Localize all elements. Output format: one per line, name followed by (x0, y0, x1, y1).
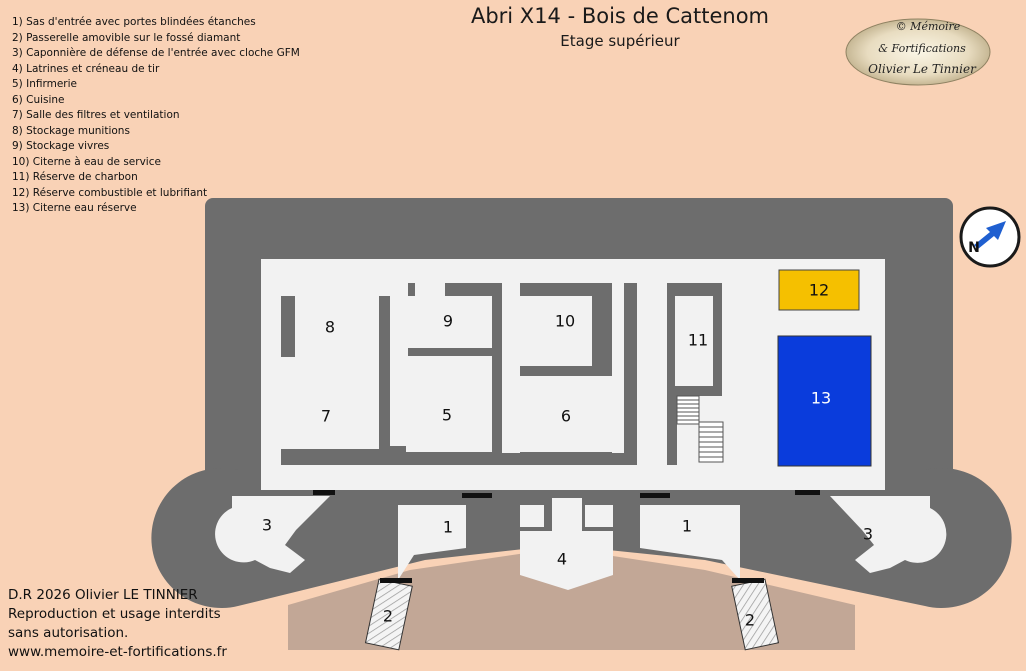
room-2-left-label: 2 (383, 607, 393, 626)
legend-item: 11) Réserve de charbon (12, 171, 138, 183)
room-10-label: 10 (555, 312, 575, 331)
copyright-seal: © Mémoire & Fortifications Olivier Le Ti… (845, 18, 991, 86)
room-6-label: 6 (561, 407, 571, 426)
room-11-label: 11 (688, 331, 708, 350)
page-title: Abri X14 - Bois de Cattenom (470, 4, 770, 28)
room-1-right-label: 1 (682, 517, 692, 536)
room-3-left-label: 3 (262, 516, 272, 535)
seal-line-2: & Fortifications (878, 42, 966, 55)
legend-item: 10) Citerne à eau de service (12, 155, 161, 168)
credits-block: D.R 2026 Olivier LE TINNIER Reproduction… (8, 586, 227, 662)
room-13-fill (777, 335, 872, 467)
room-1-left-label: 1 (443, 518, 453, 537)
seal-line-1: © Mémoire (896, 20, 961, 33)
staircase (676, 395, 724, 463)
legend-item: 12) Réserve combustible et lubrifiant (12, 186, 208, 199)
legend-item: 7) Salle des filtres et ventilation (12, 109, 180, 121)
credits-url: www.memoire-et-fortifications.fr (8, 644, 227, 660)
credits-line: Reproduction et usage interdits (8, 606, 221, 622)
room-13-label: 13 (811, 389, 831, 408)
legend-item: 8) Stockage munitions (12, 124, 130, 137)
room-3-right-label: 3 (863, 525, 873, 544)
room-5-label: 5 (442, 406, 452, 425)
legend-item: 4) Latrines et créneau de tir (12, 62, 160, 75)
legend-item: 6) Cuisine (12, 93, 65, 106)
room-12-fill (778, 269, 860, 311)
legend-list: 1) Sas d'entrée avec portes blindées éta… (12, 15, 300, 217)
room-2-right-label: 2 (745, 611, 755, 630)
compass-label: N (968, 240, 980, 256)
page-subtitle: Etage supérieur (560, 32, 680, 50)
north-arrow-icon: N (959, 206, 1021, 268)
room-9-label: 9 (443, 312, 453, 331)
room-4-label: 4 (557, 550, 567, 569)
legend-item: 1) Sas d'entrée avec portes blindées éta… (12, 16, 256, 28)
entrance-floor (215, 496, 947, 590)
credits-line: D.R 2026 Olivier LE TINNIER (8, 587, 198, 603)
legend-item: 3) Caponnière de défense de l'entrée ave… (12, 47, 300, 59)
armored-doors (313, 490, 820, 583)
legend-item: 5) Infirmerie (12, 78, 77, 90)
credits-line: sans autorisation. (8, 625, 129, 641)
ditch-area (288, 548, 855, 650)
legend-item: 9) Stockage vivres (12, 140, 110, 152)
legend-item: 2) Passerelle amovible sur le fossé diam… (12, 31, 241, 44)
seal-line-3: Olivier Le Tinnier (868, 62, 977, 76)
legend-item: 13) Citerne eau réserve (12, 202, 137, 214)
room-8-label: 8 (325, 318, 335, 337)
room-7-label: 7 (321, 407, 331, 426)
room-12-label: 12 (809, 281, 829, 300)
